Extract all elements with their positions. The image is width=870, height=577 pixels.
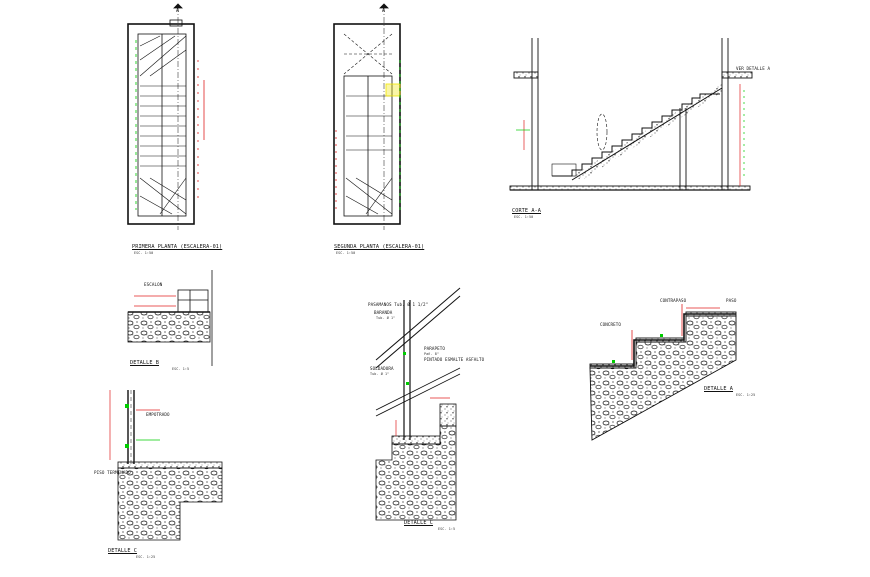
detail-b xyxy=(127,270,213,366)
detail-c-left xyxy=(117,390,223,541)
detail-b-title: DETALLE B xyxy=(130,360,160,366)
plan-1-section-marker: A xyxy=(176,8,179,14)
section-scale: ESC. 1:50 xyxy=(514,215,534,219)
note-baranda: BARANDA xyxy=(374,310,393,315)
detail-c-mid-title: DETALLE C xyxy=(404,520,434,526)
plan-second-accents xyxy=(335,60,401,210)
detail-c-mid-accents xyxy=(395,352,450,436)
detail-a xyxy=(589,311,737,441)
note-paso: PASO xyxy=(726,298,737,303)
note-baranda-sub: Tub. Ø 1" xyxy=(376,316,396,320)
section-a-a xyxy=(509,38,753,191)
note-soldadura: SOLDADURA xyxy=(370,366,394,371)
detail-b-scale: ESC. 1:5 xyxy=(172,367,190,371)
detail-a-accents xyxy=(612,304,720,363)
note-contrapaso: CONTRAPASO xyxy=(660,298,687,303)
detail-a-title: DETALLE A xyxy=(704,386,734,392)
note-concreto: CONCRETO xyxy=(600,322,621,327)
note-parapeto-sub: Pañ. 8" xyxy=(424,352,439,356)
note-parapeto: PARAPETO xyxy=(424,346,445,351)
plan-second-floor xyxy=(333,3,401,230)
plan-first-accents xyxy=(135,40,205,210)
detail-c-mid-scale: ESC. 1:5 xyxy=(438,527,456,531)
detail-c-left-title: DETALLE C xyxy=(108,548,138,554)
detail-c-left-scale: ESC. 1:25 xyxy=(136,555,156,559)
section-title: CORTE A-A xyxy=(512,208,542,214)
section-accents xyxy=(516,84,745,186)
detail-c-left-accents xyxy=(109,390,160,460)
plan-1-title: PRIMERA PLANTA (ESCALERA-01) xyxy=(132,244,223,250)
detail-a-scale: ESC. 1:25 xyxy=(736,393,756,397)
note-pintado: PINTADO ESMALTE ASFALTO xyxy=(424,357,485,362)
note-detalle-step: VER DETALLE A xyxy=(736,66,771,71)
plan-2-title: SEGUNDA PLANTA (ESCALERA-01) xyxy=(334,244,425,250)
detail-c-mid xyxy=(375,287,461,521)
plan-first-floor xyxy=(127,3,195,230)
note-piso: PISO TERMINADO xyxy=(94,470,131,475)
plan-1-scale: ESC. 1:50 xyxy=(134,251,154,255)
plan-2-section-marker: A xyxy=(382,8,385,14)
detail-b-accents xyxy=(134,295,176,307)
note-pasamanos: PASAMANOS Tub. Ø 1 1/2" xyxy=(368,302,429,307)
note-empotrado: EMPOTRADO xyxy=(146,412,170,417)
note-tub: Tub. Ø 1" xyxy=(370,372,390,376)
plan-2-scale: ESC. 1:50 xyxy=(336,251,356,255)
note-escalon: ESCALON xyxy=(144,282,163,287)
